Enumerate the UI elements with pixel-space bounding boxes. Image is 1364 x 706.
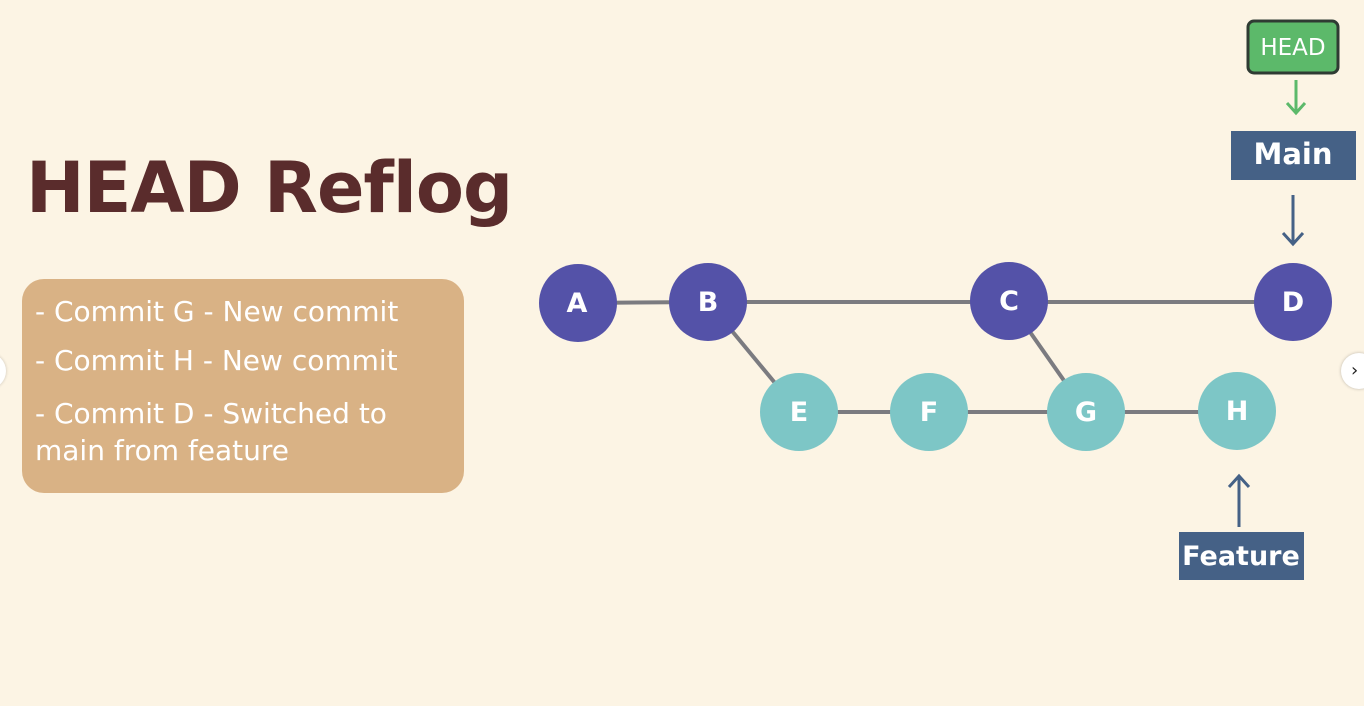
- reflog-note: - Commit G - New commit: [35, 295, 399, 328]
- chevron-right-icon: ›: [1351, 360, 1359, 381]
- commit-label: G: [1075, 397, 1097, 428]
- main-arrow-icon: [1281, 195, 1305, 247]
- slide-title: HEAD Reflog: [26, 147, 513, 229]
- head-arrow-icon: [1285, 80, 1307, 116]
- commit-node-h: H: [1198, 372, 1276, 450]
- feature-arrow-icon: [1227, 473, 1251, 527]
- main-branch-badge: [1231, 131, 1356, 180]
- reflog-note: - Commit H - New commit: [35, 344, 398, 377]
- commit-node-d: D: [1254, 263, 1332, 341]
- commit-label: C: [999, 286, 1019, 317]
- commit-node-a: A: [539, 264, 617, 342]
- commit-node-e: E: [760, 373, 838, 451]
- commit-label: F: [920, 397, 938, 428]
- main-branch-pointer: Main: [1231, 131, 1356, 247]
- feature-branch-label: Feature: [1182, 541, 1300, 572]
- head-label: HEAD: [1260, 35, 1325, 61]
- next-slide-button[interactable]: ›: [1341, 353, 1364, 389]
- main-branch-label: Main: [1253, 137, 1332, 171]
- reflog-notes-box: - Commit G - New commit - Commit H - New…: [22, 279, 464, 493]
- previous-slide-button[interactable]: [0, 353, 6, 389]
- feature-branch-badge: [1179, 532, 1304, 580]
- commit-node-g: G: [1047, 373, 1125, 451]
- commit-label: E: [790, 397, 808, 428]
- commit-node-c: C: [970, 262, 1048, 340]
- commit-label: D: [1282, 287, 1304, 318]
- commit-label: H: [1226, 396, 1249, 427]
- commit-label: A: [567, 288, 588, 319]
- reflog-note: - Commit D - Switched to main from featu…: [35, 397, 387, 467]
- commit-node-f: F: [890, 373, 968, 451]
- commit-node-b: B: [669, 263, 747, 341]
- head-pointer: HEAD: [1246, 19, 1340, 116]
- head-badge: [1246, 19, 1340, 75]
- commit-label: B: [698, 287, 719, 318]
- feature-branch-pointer: Feature: [1179, 473, 1304, 580]
